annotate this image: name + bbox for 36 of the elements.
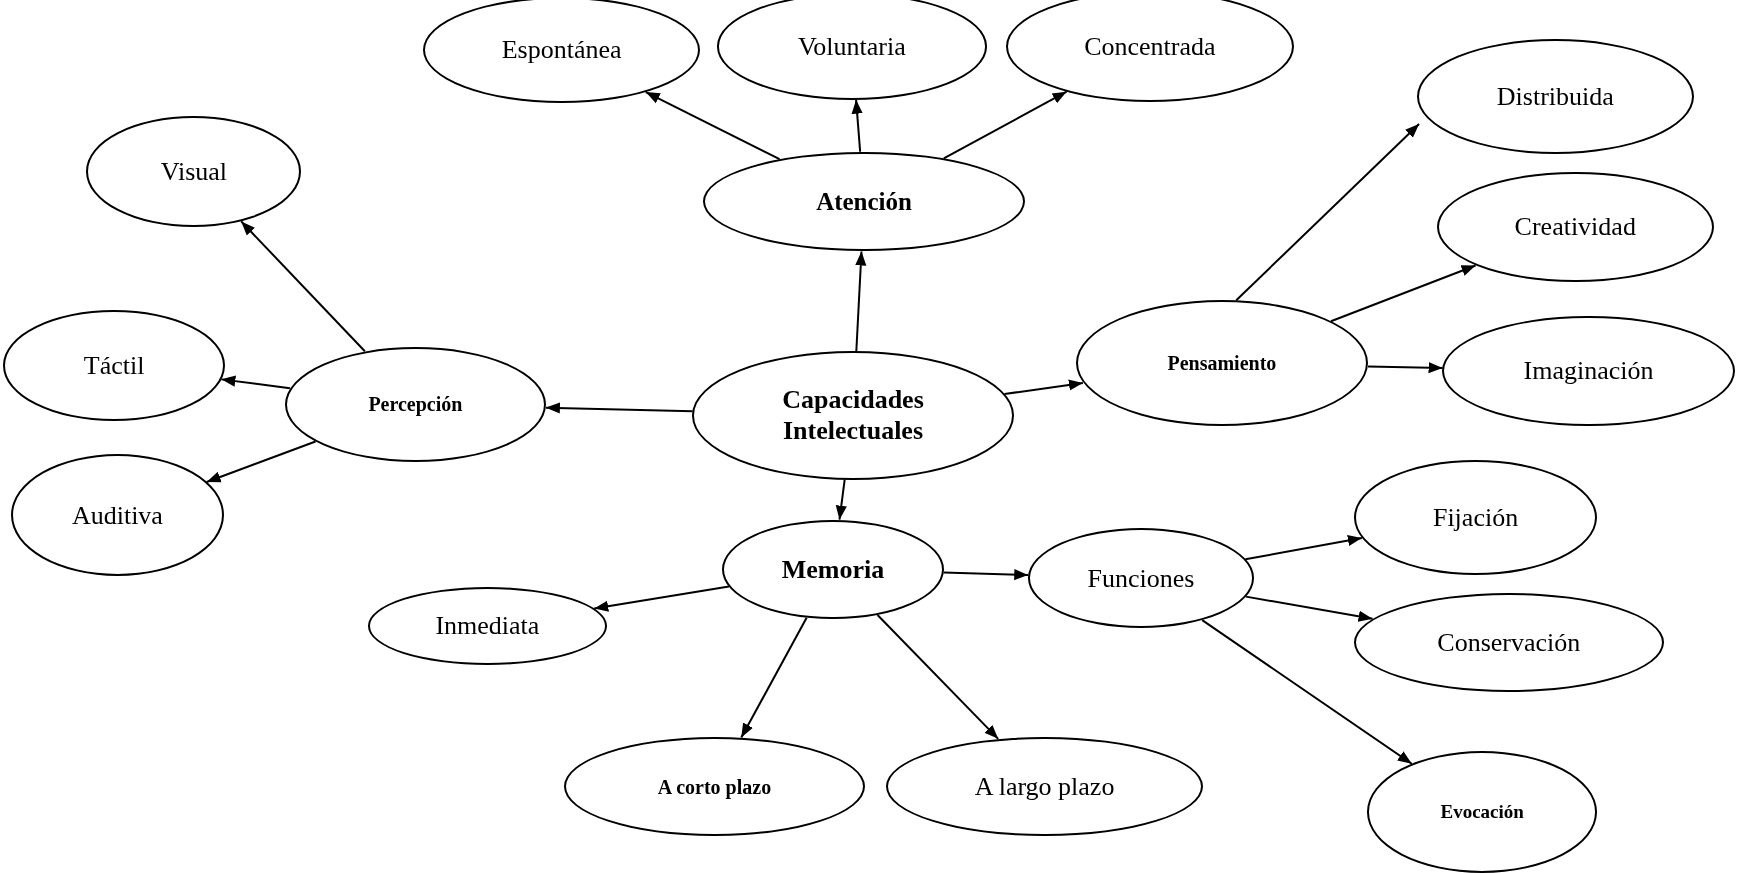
arrow — [205, 440, 317, 483]
arrow — [1245, 595, 1374, 622]
node-label: Capacidades Intelectuales — [781, 384, 925, 447]
node-label: Creatividad — [1514, 211, 1636, 243]
node-label: Visual — [160, 156, 227, 188]
arrow — [942, 90, 1068, 160]
node-label: Fijación — [1432, 501, 1519, 533]
node-label: A corto plazo — [657, 774, 772, 799]
arrow — [1244, 535, 1363, 561]
arrow — [851, 98, 863, 153]
arrow — [1201, 619, 1413, 765]
node-label: Espontánea — [501, 34, 622, 66]
node-label: Distribuida — [1496, 80, 1614, 112]
arrow — [1329, 264, 1477, 323]
node-label: Táctil — [83, 349, 145, 382]
arrow — [835, 478, 847, 521]
node-label: Inmediata — [435, 610, 540, 642]
node-label: Memoria — [781, 553, 885, 585]
arrow — [942, 569, 1030, 581]
node-label: Pensamiento — [1167, 351, 1277, 376]
arrow — [1003, 379, 1084, 396]
arrow — [855, 250, 867, 353]
node-label: Atención — [816, 186, 912, 217]
node-label: Conservación — [1437, 626, 1581, 659]
arrow — [1235, 123, 1421, 302]
node-label: Percepción — [368, 392, 463, 417]
node-label: Imaginación — [1523, 355, 1654, 387]
arrow — [593, 585, 730, 612]
node-label: Concentrada — [1084, 30, 1216, 63]
arrow — [644, 91, 781, 161]
node-label: Evocación — [1440, 800, 1524, 824]
arrow — [240, 220, 366, 353]
node-label: Voluntaria — [797, 30, 906, 63]
node-label: Funciones — [1087, 562, 1195, 594]
node-label: A largo plazo — [974, 770, 1115, 803]
node-label: Auditiva — [71, 499, 163, 531]
